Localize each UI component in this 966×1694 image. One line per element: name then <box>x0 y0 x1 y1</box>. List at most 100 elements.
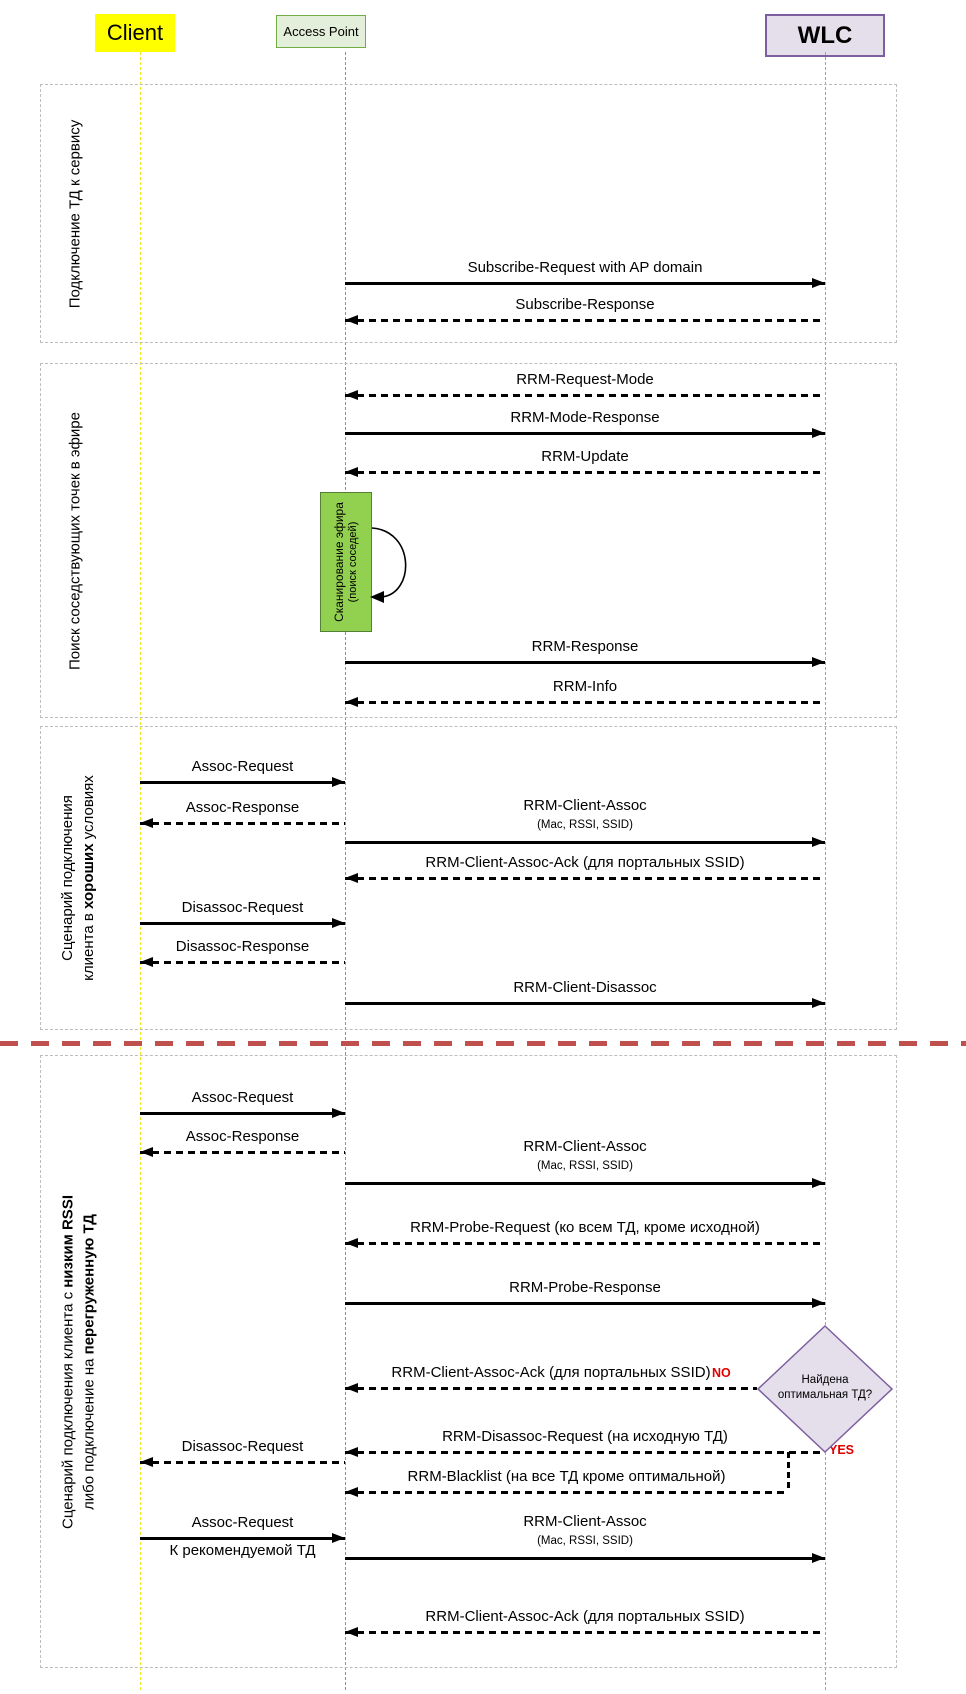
message-arrow-line-m25 <box>345 1557 825 1560</box>
message-label-m21: RRM-Disassoc-Request (на исходную ТД) <box>442 1428 728 1445</box>
message-arrow-line-m6 <box>345 661 825 664</box>
scan-loop-arrow <box>370 527 407 603</box>
message-arrowhead-m17 <box>812 1178 825 1188</box>
message-arrowhead-m2 <box>345 315 358 325</box>
message-arrow-line-m14 <box>345 1002 825 1005</box>
section-s1 <box>40 84 897 343</box>
message-arrowhead-m7 <box>345 697 358 707</box>
message-arrowhead-m8 <box>332 777 345 787</box>
section-label-text: низким RSSI <box>59 1194 76 1288</box>
message-arrowhead-m23 <box>345 1487 358 1497</box>
message-arrow-line-m11 <box>345 877 825 880</box>
message-arrowhead-m13 <box>140 957 153 967</box>
message-arrow-line-m8 <box>140 781 345 784</box>
message-arrowhead-m15 <box>332 1108 345 1118</box>
section-label-text: Сценарий подключения клиента с <box>59 1287 76 1529</box>
message-arrow-line-m3 <box>345 394 825 397</box>
section-label-s1: Подключение ТД к сервису <box>50 84 98 343</box>
message-arrowhead-m9 <box>140 818 153 828</box>
section-label-line: Сценарий подключения клиента с низким RS… <box>57 1195 78 1529</box>
message-sublabel-m25: (Mac, RSSI, SSID) <box>537 1535 633 1547</box>
message-arrow-line-m1 <box>345 282 825 285</box>
message-label-m20: RRM-Client-Assoc-Ack (для портальных SSI… <box>391 1364 711 1381</box>
message-arrow-line-m21 <box>345 1451 825 1454</box>
decision-label-line: оптимальная ТД? <box>777 1388 873 1401</box>
message-label-m9: Assoc-Response <box>185 799 300 816</box>
section-label-line: Подключение ТД к сервису <box>64 119 85 308</box>
message-label-m2: Subscribe-Response <box>515 296 655 313</box>
message-arrowhead-m12 <box>332 918 345 928</box>
actor-client: Client <box>95 14 175 52</box>
message-sublabel-m10: (Mac, RSSI, SSID) <box>537 819 633 831</box>
section-label-text: Сценарий подключения <box>59 795 76 961</box>
section-label-line: Поиск соседствующих точек в эфире <box>64 412 85 670</box>
message-arrow-line-m20 <box>345 1387 757 1390</box>
message-label-m7: RRM-Info <box>552 678 618 695</box>
message-label-m18: RRM-Probe-Request (ко всем ТД, кроме исх… <box>410 1219 760 1236</box>
message-label-m6: RRM-Response <box>531 638 639 655</box>
actor-wlc-label: WLC <box>797 21 853 49</box>
decision-label-line: Найдена <box>801 1374 849 1386</box>
message-arrowhead-m16 <box>140 1147 153 1157</box>
message-arrow-line-m23 <box>345 1491 788 1494</box>
message-label-m16: Assoc-Response <box>185 1128 300 1145</box>
actor-wlc: WLC <box>765 14 885 57</box>
message-label-m17: RRM-Client-Assoc <box>523 1138 647 1155</box>
message-arrow-line-m15 <box>140 1112 345 1115</box>
section-label-line: клиента в хороших условиях <box>78 775 99 981</box>
phase-divider <box>0 1041 966 1046</box>
section-label-text: Поиск соседствующих точек в эфире <box>65 411 83 670</box>
message-arrow-line-m26 <box>345 1631 825 1634</box>
message-arrow-line-m12 <box>140 922 345 925</box>
message-arrowhead-m18 <box>345 1238 358 1248</box>
message-arrowhead-m22 <box>140 1457 153 1467</box>
message-label-m25: RRM-Client-Assoc <box>523 1513 647 1530</box>
message-arrowhead-m1 <box>812 278 825 288</box>
section-label-text: хороших <box>80 843 97 909</box>
no-label: NO <box>712 1366 731 1380</box>
message-arrow-line-m4 <box>345 432 825 435</box>
lifeline-ap <box>345 52 346 1690</box>
message-arrow-line-m18 <box>345 1242 825 1245</box>
message-arrow-line-m24 <box>140 1537 345 1540</box>
message-arrow-line-m5 <box>345 471 825 474</box>
message-arrow-line-m7 <box>345 701 825 704</box>
scan-note-label: Сканирование эфира(поиск соседей) <box>332 502 360 622</box>
message-arrow-line-m19 <box>345 1302 825 1305</box>
message-label-m11: RRM-Client-Assoc-Ack (для портальных SSI… <box>425 854 745 871</box>
message-label-m5: RRM-Update <box>541 448 629 465</box>
section-label-text: условиях <box>80 775 97 844</box>
message-label-m22: Disassoc-Request <box>181 1438 304 1455</box>
section-label-s4: Сценарий подключения клиента с низким RS… <box>54 1055 102 1668</box>
message-arrowhead-m21 <box>345 1447 358 1457</box>
message-arrowhead-m25 <box>812 1553 825 1563</box>
message-sublabel-m17: (Mac, RSSI, SSID) <box>537 1160 633 1172</box>
section-label-s2: Поиск соседствующих точек в эфире <box>50 363 98 718</box>
section-label-text: перегруженную ТД <box>80 1213 97 1354</box>
message-label-m15: Assoc-Request <box>191 1089 294 1106</box>
message-label-m1: Subscribe-Request with AP domain <box>467 259 703 276</box>
message-label-m14: RRM-Client-Disassoc <box>513 979 657 996</box>
message-arrowhead-m11 <box>345 873 358 883</box>
decision-diamond <box>756 1324 894 1454</box>
message-label-m8: Assoc-Request <box>191 758 294 775</box>
message-label-m19: RRM-Probe-Response <box>509 1279 661 1296</box>
message-label-m10: RRM-Client-Assoc <box>523 797 647 814</box>
message-arrowhead-m20 <box>345 1383 358 1393</box>
section-label-line: Сценарий подключения <box>57 795 78 961</box>
message-arrow-line-m9 <box>140 822 345 825</box>
message-arrowhead-m19 <box>812 1298 825 1308</box>
scan-note: Сканирование эфира(поиск соседей) <box>320 492 372 632</box>
section-s4 <box>40 1055 897 1668</box>
section-label-line: либо подключение на перегруженную ТД <box>78 1214 99 1510</box>
message-label-m12: Disassoc-Request <box>181 899 304 916</box>
scan-note-line: (поиск соседей) <box>347 521 359 603</box>
message-arrow-line-m2 <box>345 319 825 322</box>
message-arrowhead-m6 <box>812 657 825 667</box>
message-arrowhead-m10 <box>812 837 825 847</box>
message-arrowhead-m5 <box>345 467 358 477</box>
scan-note-line: Сканирование эфира <box>332 502 346 622</box>
section-s2 <box>40 363 897 718</box>
